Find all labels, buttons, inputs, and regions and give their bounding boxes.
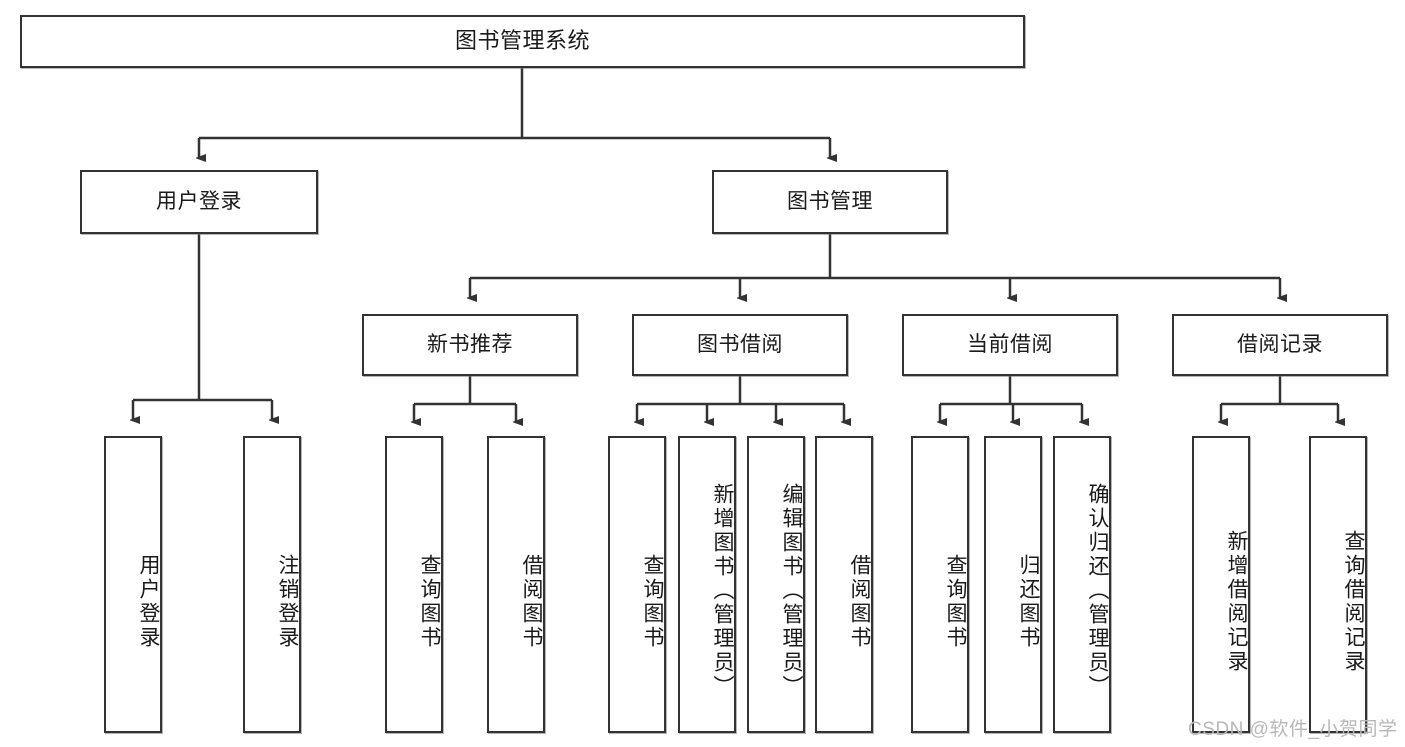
- leaf-query-book-borrow[interactable]: 查询图书: [608, 436, 666, 733]
- watermark-text: CSDN @软件_小贺同学: [1188, 719, 1398, 740]
- node-book-management[interactable]: 图书管理: [712, 170, 948, 234]
- leaf-query-book-recommend[interactable]: 查询图书: [385, 436, 443, 733]
- leaf-borrow-book-recommend[interactable]: 借阅图书: [487, 436, 545, 733]
- node-borrow-record[interactable]: 借阅记录: [1172, 314, 1388, 376]
- leaf-return-book[interactable]: 归还图书: [984, 436, 1042, 733]
- leaf-borrow-book[interactable]: 借阅图书: [815, 436, 873, 733]
- leaf-add-book-admin[interactable]: 新增图书（管理员）: [678, 436, 736, 733]
- leaf-logout[interactable]: 注销登录: [243, 436, 301, 733]
- leaf-add-borrow-record[interactable]: 新增借阅记录: [1192, 436, 1250, 733]
- leaf-edit-book-admin[interactable]: 编辑图书（管理员）: [747, 436, 805, 733]
- node-root-system[interactable]: 图书管理系统: [20, 15, 1025, 68]
- node-user-login[interactable]: 用户登录: [80, 170, 318, 234]
- leaf-query-borrow-record[interactable]: 查询借阅记录: [1309, 436, 1367, 733]
- node-current-borrow[interactable]: 当前借阅: [902, 314, 1118, 376]
- leaf-user-login[interactable]: 用户登录: [104, 436, 162, 733]
- leaf-query-book-current[interactable]: 查询图书: [911, 436, 969, 733]
- leaf-confirm-return-admin[interactable]: 确认归还（管理员）: [1053, 436, 1111, 733]
- node-book-borrow[interactable]: 图书借阅: [632, 314, 848, 376]
- node-new-book-recommend[interactable]: 新书推荐: [362, 314, 578, 376]
